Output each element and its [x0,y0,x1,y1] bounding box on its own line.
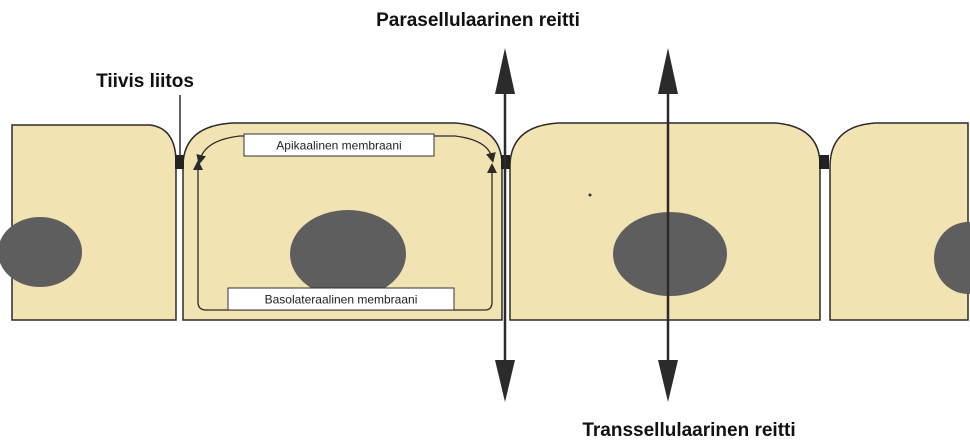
transcellular-route-label: Transsellulaarinen reitti [582,420,795,441]
basolateral-membrane-text: Basolateraalinen membraani [265,293,418,307]
paracellular-route-label: Parasellulaarinen reitti [376,10,580,31]
cell-left-partial [0,125,176,320]
tight-junction [819,155,829,169]
apical-membrane-label: Apikaalinen membraani [244,134,434,156]
cell-middle [510,123,820,320]
cell-right-partial [830,123,970,320]
tight-junction [175,155,184,169]
basolateral-membrane-label: Basolateraalinen membraani [228,288,454,310]
nucleus [290,210,406,298]
tight-junction-label: Tiivis liitos [96,71,194,92]
apical-membrane-text: Apikaalinen membraani [276,139,401,153]
nucleus [613,212,727,296]
nucleus [0,217,82,287]
